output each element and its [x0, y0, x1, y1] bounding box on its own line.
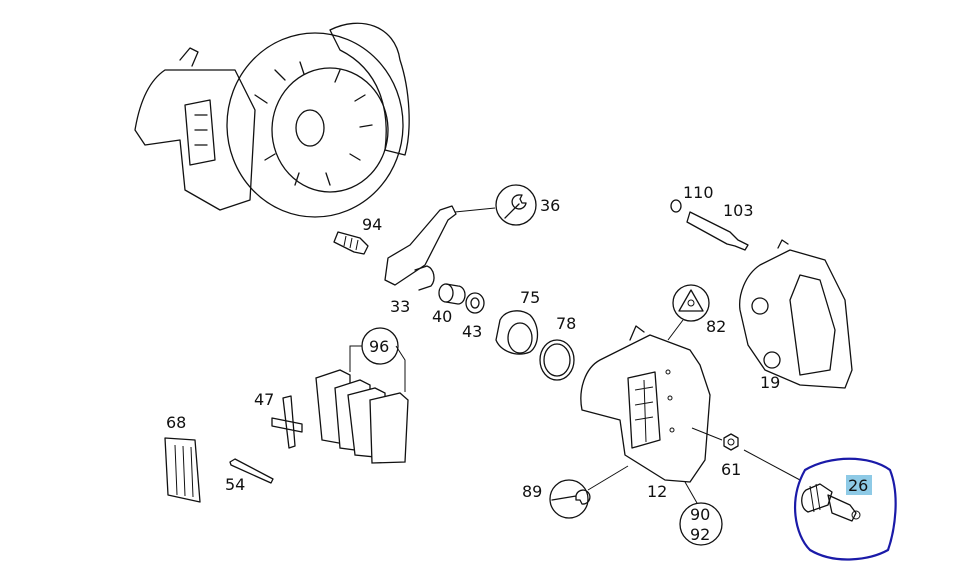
label-19[interactable]: 19 [760, 373, 780, 392]
label-96[interactable]: 96 [369, 337, 389, 356]
part-54-pin: 54 [225, 458, 274, 494]
brake-assembly-drawing [134, 22, 410, 218]
part-12-caliper: 12 [580, 325, 723, 501]
label-94[interactable]: 94 [362, 215, 382, 234]
label-36[interactable]: 36 [540, 196, 560, 215]
label-40[interactable]: 40 [432, 307, 452, 326]
part-43-washer: 43 [462, 292, 485, 341]
label-103[interactable]: 103 [723, 201, 754, 220]
part-75-piston: 75 [495, 288, 540, 355]
label-12[interactable]: 12 [647, 482, 667, 501]
callout-89: 89 [522, 465, 629, 519]
label-54[interactable]: 54 [225, 475, 245, 494]
callout-82: 82 [667, 284, 726, 341]
label-68[interactable]: 68 [166, 413, 186, 432]
part-47-spring: 47 [254, 390, 303, 449]
callout-90-92: 90 92 [679, 481, 723, 546]
label-82[interactable]: 82 [706, 317, 726, 336]
wrench-icon-89 [549, 479, 589, 519]
part-96-brake-pads: 96 [315, 327, 409, 464]
annotation-circle [793, 457, 897, 561]
label-61[interactable]: 61 [721, 460, 741, 479]
label-92[interactable]: 92 [690, 525, 710, 544]
label-90[interactable]: 90 [690, 505, 710, 524]
part-40-bushing: 40 [432, 283, 466, 326]
label-33[interactable]: 33 [390, 297, 410, 316]
wrench-icon [495, 184, 537, 226]
part-26-guide-bolt[interactable]: 26 [793, 457, 897, 561]
highlight-26 [846, 475, 872, 495]
label-89[interactable]: 89 [522, 482, 542, 501]
part-33-lever: 33 [384, 205, 457, 316]
label-26[interactable]: 26 [848, 476, 868, 495]
callout-36: 36 [454, 184, 560, 226]
part-94-bolt: 94 [333, 215, 382, 255]
label-78[interactable]: 78 [556, 314, 576, 333]
label-43[interactable]: 43 [462, 322, 482, 341]
label-47[interactable]: 47 [254, 390, 274, 409]
part-110-103-bleeder: 110 103 [670, 183, 754, 251]
part-68-plate: 68 [164, 413, 201, 503]
part-19-caliper-half: 19 [739, 239, 853, 392]
part-78-seal: 78 [539, 314, 576, 381]
label-110[interactable]: 110 [683, 183, 714, 202]
label-75[interactable]: 75 [520, 288, 540, 307]
part-61-nut: 61 [721, 433, 801, 481]
